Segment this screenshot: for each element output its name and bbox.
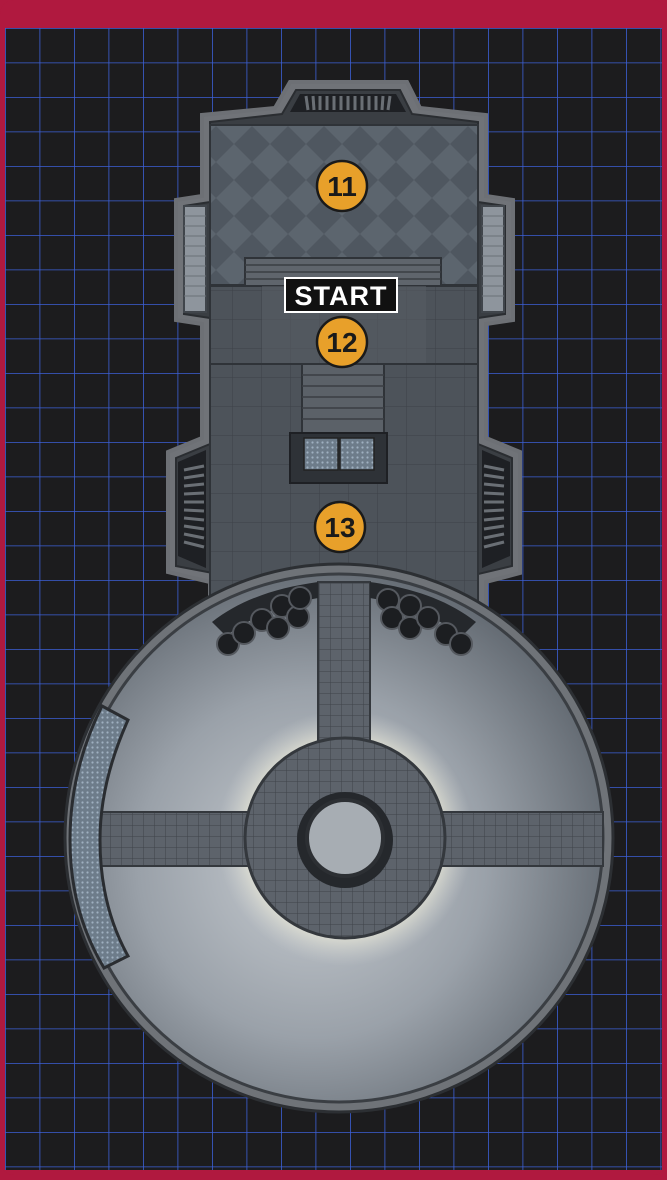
start-label: START	[284, 277, 398, 313]
barrels-left	[216, 586, 312, 656]
disc-chamber	[63, 562, 615, 1114]
start-label-text: START	[295, 281, 388, 311]
marker-13[interactable]: 13	[313, 500, 367, 554]
vent-right	[482, 450, 510, 568]
top-vent	[290, 94, 406, 112]
marker-13-label: 13	[324, 512, 355, 543]
disc-side-panel	[68, 703, 131, 970]
central-stairs	[301, 363, 385, 435]
marker-11[interactable]: 11	[315, 159, 369, 213]
control-console	[289, 432, 388, 484]
marker-11-label: 11	[327, 171, 357, 202]
marker-12[interactable]: 12	[315, 315, 369, 369]
barrels-right	[376, 588, 473, 656]
marker-12-label: 12	[326, 327, 357, 358]
vent-left	[178, 450, 206, 568]
